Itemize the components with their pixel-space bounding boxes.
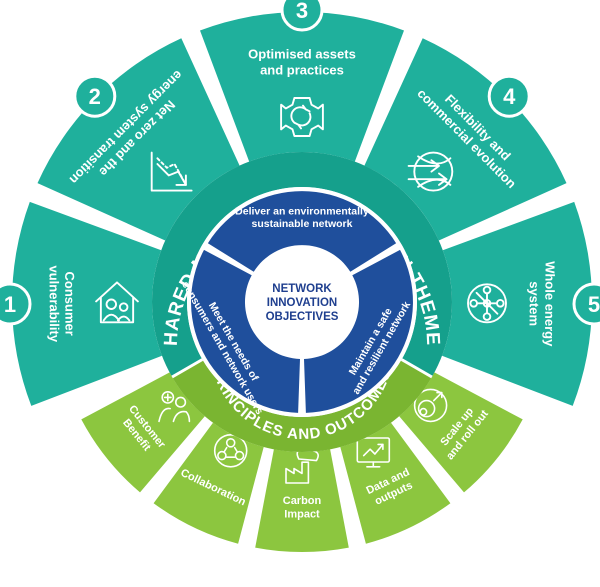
theme-segment-fill <box>12 201 162 406</box>
gear-arrows-icon <box>280 97 324 137</box>
theme-segment-5: 5 Whole energysystem <box>442 201 600 406</box>
people-plus-icon <box>158 390 191 423</box>
theme-segment-fill <box>364 38 567 241</box>
principle-segment-fill <box>399 372 523 493</box>
principle-segment-fill <box>81 372 205 493</box>
principles-ring <box>172 359 432 452</box>
theme-segment-fill <box>200 11 404 162</box>
core-center <box>249 249 355 355</box>
theme-number-badge <box>572 282 600 326</box>
theme-number-badge <box>73 74 117 118</box>
flow-arrows-icon <box>407 151 454 192</box>
theme-number: 2 <box>89 84 101 109</box>
principle-segment-fill <box>255 449 349 553</box>
themes-ring <box>152 151 453 377</box>
ring-divider <box>400 358 433 379</box>
ring-divider <box>171 358 204 379</box>
theme-number-badge <box>487 74 531 118</box>
theme-number: 4 <box>503 84 516 109</box>
principle-segment-2: Collaboration <box>153 422 264 544</box>
objective-segment-fill <box>304 249 413 413</box>
theme-segment-fill <box>442 201 592 406</box>
theme-number: 5 <box>588 292 600 317</box>
theme-label: Whole energysystem <box>526 261 557 347</box>
theme-number: 3 <box>296 0 308 23</box>
data-screen-icon <box>356 437 391 468</box>
theme-segment-1: 1 Consumervulnerability <box>0 201 162 406</box>
principle-segment-4: Data andoutputs <box>340 422 451 544</box>
principle-segment-1: CustomerBenefit <box>81 372 205 493</box>
network-nodes-icon <box>467 283 507 324</box>
scale-circles-icon <box>413 388 448 423</box>
principle-segment-5: Scale upand roll out <box>399 372 523 493</box>
collaboration-icon <box>213 433 248 468</box>
objective-segment-fill <box>207 191 397 272</box>
theme-number: 1 <box>4 292 16 317</box>
chart-decline-icon <box>150 151 193 192</box>
theme-number-badge <box>280 0 324 32</box>
theme-label: Consumervulnerability <box>46 265 77 343</box>
theme-number-badge <box>0 282 32 326</box>
principle-segment-fill <box>340 422 451 544</box>
objective-segment-fill <box>191 249 300 413</box>
house-people-icon <box>95 281 139 324</box>
